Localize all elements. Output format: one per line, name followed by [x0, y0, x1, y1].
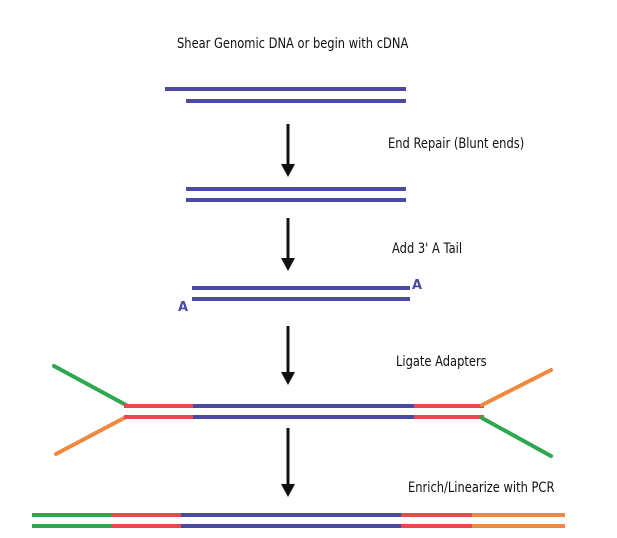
a-overhang-left: A — [178, 300, 188, 315]
arrow-1-head — [281, 164, 295, 177]
adapter-ligated-dna — [52, 364, 553, 458]
arrow-3 — [281, 326, 295, 385]
arrow-2 — [281, 218, 295, 271]
step-2-label: End Repair (Blunt ends) — [388, 136, 525, 152]
arrow-3-head — [281, 372, 295, 385]
step-4-label: Ligate Adapters — [396, 354, 487, 370]
left-adapter-arm-green — [52, 364, 128, 407]
arrow-4 — [281, 428, 295, 497]
step-5-label: Enrich/Linearize with PCR — [408, 480, 555, 496]
a-tailed-dna: A A — [178, 278, 422, 315]
step-3-label: Add 3' A Tail — [392, 241, 463, 257]
a-overhang-right: A — [412, 278, 422, 293]
sheared-dna — [165, 87, 406, 103]
arrow-2-head — [281, 258, 295, 271]
left-adapter-arm-orange — [54, 415, 128, 456]
right-adapter-arm-green — [480, 416, 553, 458]
arrow-4-head — [281, 484, 295, 497]
arrow-1 — [281, 124, 295, 177]
right-adapter-arm-orange — [480, 368, 553, 407]
step-1-label: Shear Genomic DNA or begin with cDNA — [177, 36, 409, 52]
enriched-library — [32, 513, 565, 528]
blunt-dna — [186, 187, 406, 202]
